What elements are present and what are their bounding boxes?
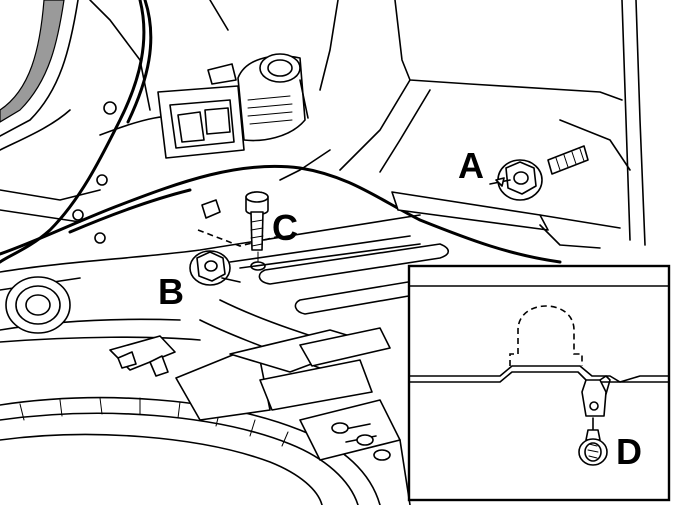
fastener-b [189, 199, 281, 286]
fastener-a [489, 145, 589, 201]
body-pillar [0, 0, 101, 223]
wiring-harness [0, 0, 562, 264]
callout-d: D [616, 431, 642, 472]
flange-nut-icon [497, 159, 543, 201]
round-grommet [5, 276, 71, 334]
flange-nut-icon [189, 250, 231, 286]
detail-inset [407, 264, 671, 502]
belt-retractor [157, 53, 309, 159]
callout-c: C [272, 207, 298, 248]
bolt-icon [245, 191, 269, 251]
callout-b: B [158, 271, 184, 312]
clip-icon [581, 375, 611, 417]
push-fastener [578, 417, 608, 466]
jack-bracket [109, 327, 411, 505]
callout-a: A [458, 145, 484, 186]
rear-wall [89, 0, 646, 246]
fastener-c [245, 191, 269, 271]
